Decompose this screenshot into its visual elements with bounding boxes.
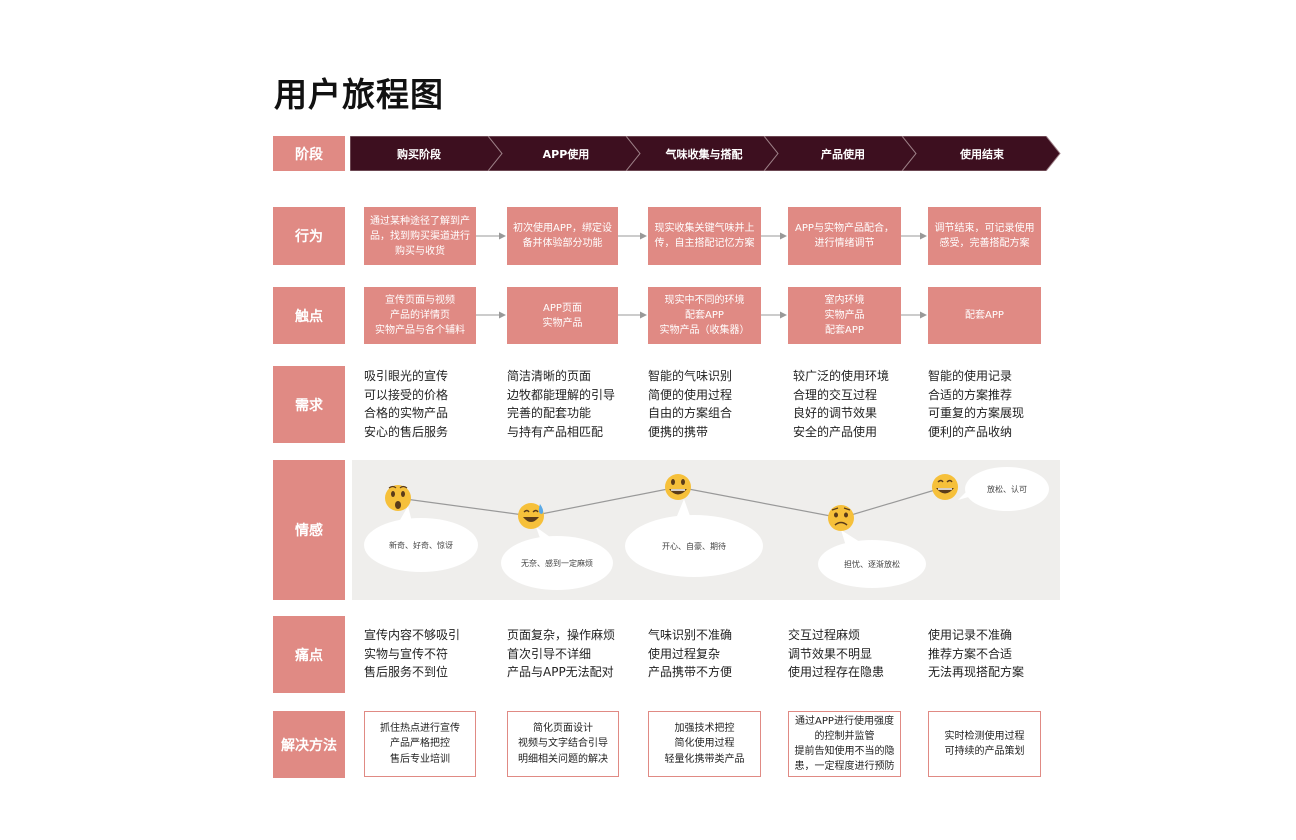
needs-text-4: 较广泛的使用环境 合理的交互过程 良好的调节效果 安全的产品使用 (793, 369, 890, 439)
touchpoint-box-3: 现实中不同的环境 配套APP 实物产品（收集器） (648, 287, 761, 344)
sweat-smile-face-icon (518, 503, 544, 529)
page-title: 用户旅程图 (274, 75, 444, 114)
behavior-box-4: APP与实物产品配合， 进行情绪调节 (788, 207, 901, 265)
stage-label-3: 气味收集与搭配 (665, 147, 743, 161)
emotion-bubble-1 (364, 506, 478, 572)
emotion-text-5: 放松、认可 (987, 485, 1027, 494)
pain-text-1: 宣传内容不够吸引 实物与宣传不符 售后服务不到位 (364, 628, 461, 679)
touchpoint-box-1: 宣传页面与视频 产品的详情页 实物产品与各个辅料 (364, 287, 476, 344)
row-label-emotion: 情感 (273, 460, 345, 600)
needs-text-1: 吸引眼光的宣传 可以接受的价格 合格的实物产品 安心的售后服务 (364, 369, 449, 439)
row-label-stage: 阶段 (273, 136, 345, 171)
pain-text-3: 气味识别不准确 使用过程复杂 产品携带不方便 (648, 628, 733, 679)
emotion-text-3: 开心、自豪、期待 (662, 542, 726, 551)
emotion-text-2: 无奈、感到一定麻烦 (521, 559, 593, 568)
emotion-bubble-3 (625, 499, 763, 577)
emotion-bubble-4 (818, 530, 926, 588)
needs-text-5: 智能的使用记录 合适的方案推荐 可重复的方案展现 便利的产品收纳 (928, 369, 1025, 439)
grin-face-icon (665, 474, 691, 500)
emotion-bubble-5 (958, 467, 1049, 511)
stage-label-4: 产品使用 (821, 147, 865, 161)
row-label-needs: 需求 (273, 366, 345, 443)
needs-text-3: 智能的气味识别 简便的使用过程 自由的方案组合 便携的携带 (648, 369, 733, 439)
solution-box-2: 简化页面设计 视频与文字结合引导 明细相关问题的解决 (507, 711, 619, 777)
stage-chevron-4 (763, 136, 917, 171)
behavior-box-1: 通过某种途径了解到产 品，找到购买渠道进行 购买与收货 (364, 207, 476, 265)
touchpoint-box-5: 配套APP (928, 287, 1041, 344)
touchpoint-box-4: 室内环境 实物产品 配套APP (788, 287, 901, 344)
behavior-box-3: 现实收集关键气味并上 传，自主搭配记忆方案 (648, 207, 761, 265)
pain-text-5: 使用记录不准确 推荐方案不合适 无法再现搭配方案 (928, 628, 1025, 679)
worried-face-icon (828, 505, 854, 531)
behavior-box-5: 调节结束，可记录使用 感受，完善搭配方案 (928, 207, 1041, 265)
solution-box-5: 实时检测使用过程 可持续的产品策划 (928, 711, 1041, 777)
pain-text-4: 交互过程麻烦 调节效果不明显 使用过程存在隐患 (788, 628, 885, 679)
stage-label-1: 购买阶段 (397, 147, 441, 161)
emotion-text-4: 担忧、逐渐放松 (844, 560, 900, 569)
solution-box-4: 通过APP进行使用强度 的控制并监管 提前告知使用不当的隐 患，一定程度进行预防 (788, 711, 901, 777)
grin-face-icon (932, 474, 958, 500)
emotion-text-1: 新奇、好奇、惊讶 (389, 541, 453, 550)
emotion-bubble-2 (501, 527, 613, 590)
pain-text-2: 页面复杂，操作麻烦 首次引导不详细 产品与APP无法配对 (507, 628, 616, 679)
stage-chevron-5 (901, 136, 1061, 171)
row-label-solution: 解决方法 (273, 711, 345, 778)
behavior-box-2: 初次使用APP，绑定设 备并体验部分功能 (507, 207, 618, 265)
stage-label-5: 使用结束 (960, 147, 1004, 161)
surprised-face-icon (385, 485, 411, 511)
stage-chevrons (350, 136, 1061, 171)
row-label-behavior: 行为 (273, 207, 345, 265)
touchpoint-box-2: APP页面 实物产品 (507, 287, 618, 344)
row-label-pain: 痛点 (273, 616, 345, 693)
stage-label-2: APP使用 (542, 147, 590, 161)
stage-chevron-2 (487, 136, 641, 171)
solution-box-3: 加强技术把控 简化使用过程 轻量化携带类产品 (648, 711, 761, 777)
solution-box-1: 抓住热点进行宣传 产品严格把控 售后专业培训 (364, 711, 476, 777)
stage-chevron-3 (625, 136, 779, 171)
needs-text-2: 简洁清晰的页面 边牧都能理解的引导 完善的配套功能 与持有产品相匹配 (507, 369, 616, 439)
row-label-touchpoint: 触点 (273, 287, 345, 344)
